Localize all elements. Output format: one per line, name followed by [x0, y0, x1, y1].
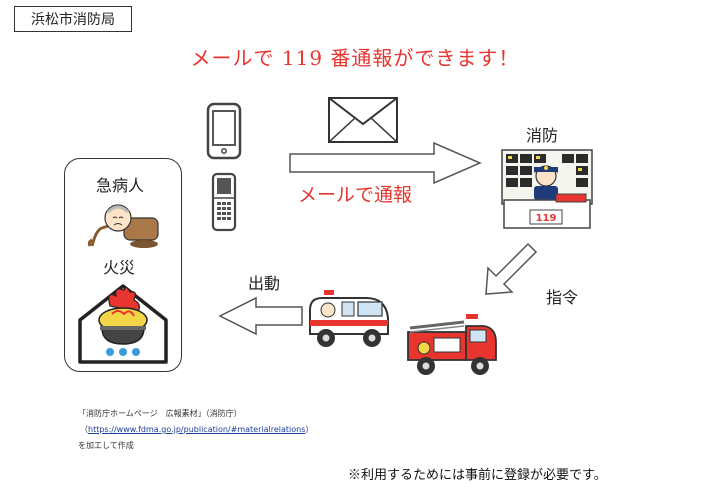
smartphone-icon — [206, 102, 242, 160]
mail-report-label: メールで通報 — [298, 184, 413, 206]
org-name: 浜松市消防局 — [31, 12, 115, 28]
fire-engine-icon — [407, 314, 497, 375]
headline: メールで 119 番通報ができます！ — [190, 46, 520, 70]
arrow-down-left-icon — [485, 242, 538, 295]
arrow-left-icon — [218, 296, 303, 336]
console-number: 119 — [536, 213, 557, 224]
credit-link[interactable]: https://www.fdma.go.jp/publication/#mate… — [88, 425, 306, 434]
credit-line1: 「消防庁ホームページ 広報素材」（消防庁） — [78, 409, 242, 418]
elderly-patient-icon — [87, 204, 159, 248]
fire-label: 火災 — [103, 258, 136, 277]
dispatch-order-label: 指令 — [546, 288, 579, 307]
dispatch-label: 出動 — [248, 274, 281, 293]
ambulance-icon — [309, 290, 389, 347]
credit-line3: を加工して作成 — [78, 441, 134, 450]
org-name-box: 浜松市消防局 — [14, 6, 132, 32]
arrow-right-icon — [289, 141, 482, 185]
envelope-icon — [328, 97, 398, 143]
flip-phone-icon — [211, 172, 237, 232]
incident-box — [64, 158, 182, 372]
credit-line2: （https://www.fdma.go.jp/publication/#mat… — [80, 424, 313, 435]
patient-label: 急病人 — [96, 176, 145, 195]
credit-link-close: ） — [305, 425, 314, 434]
registration-note: ※利用するためには事前に登録が必要です。 — [348, 468, 607, 483]
fire-dept-label: 消防 — [526, 126, 559, 145]
credit-link-open: （ — [80, 425, 88, 434]
house-fire-icon — [78, 284, 168, 364]
fire-station-operator-icon: 119 — [501, 149, 593, 229]
